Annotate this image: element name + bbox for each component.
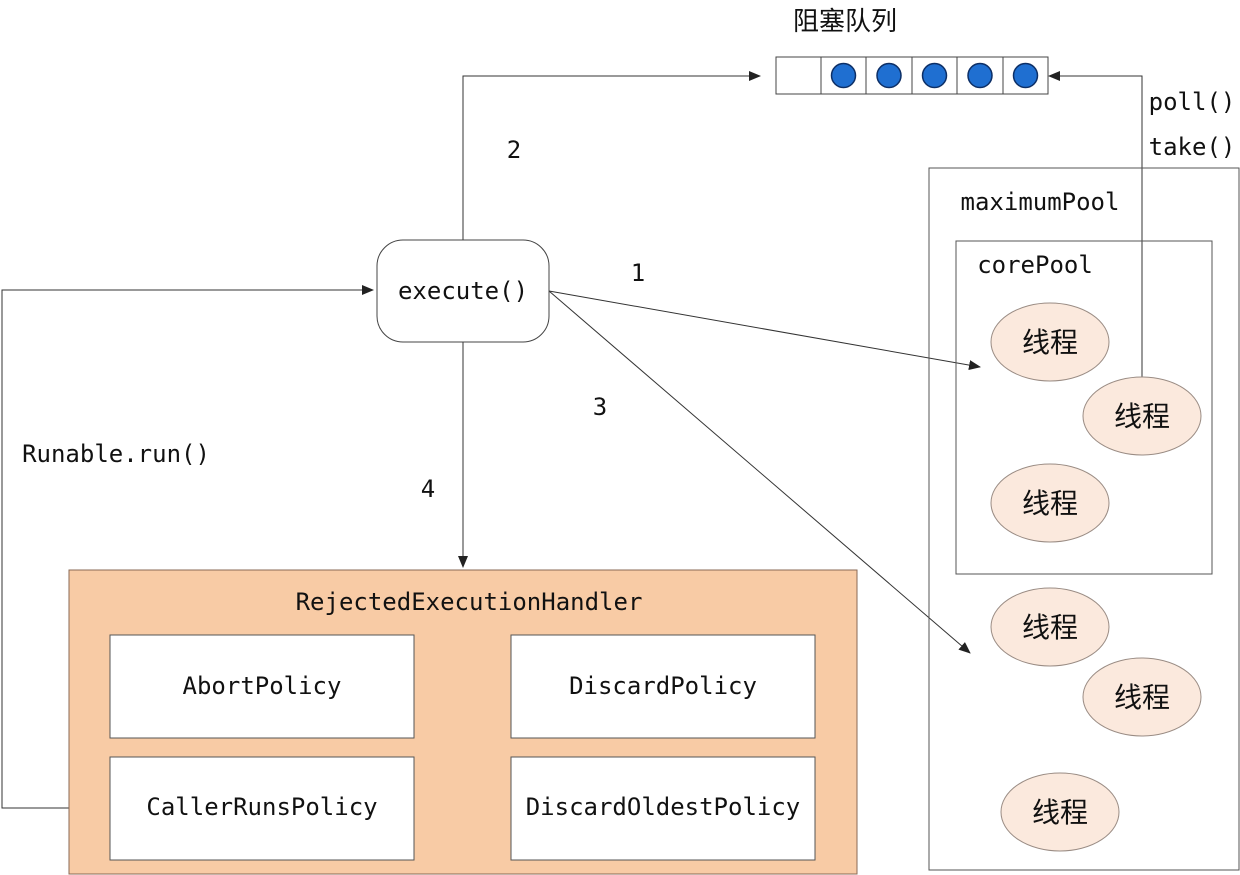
policy-label: AbortPolicy: [183, 672, 342, 700]
thread-ellipse: [1082, 376, 1202, 456]
thread-ellipse: [990, 302, 1110, 382]
step-3-label: 3: [593, 393, 607, 421]
thread-node: 线程: [1082, 657, 1202, 737]
thread-label: 线程: [1022, 611, 1078, 644]
policy-label: DiscardPolicy: [569, 672, 757, 700]
policy-label: CallerRunsPolicy: [146, 793, 377, 821]
step-2-label: 2: [507, 136, 521, 164]
execute-label: execute(): [398, 277, 528, 305]
arrow-callerruns-to-execute: [1, 285, 374, 809]
core-pool-label: corePool: [977, 251, 1093, 279]
rejected-execution-handler: RejectedExecutionHandler AbortPolicy Dis…: [68, 569, 858, 875]
core-pool: corePool: [955, 240, 1213, 575]
thread-node: 线程: [1082, 376, 1202, 456]
queued-task: [876, 62, 902, 89]
queued-task: [967, 62, 993, 89]
thread-ellipse: [990, 463, 1110, 543]
queued-task: [1012, 62, 1039, 89]
connectors: [1, 71, 1143, 809]
take-label: take(): [1149, 133, 1236, 161]
maximum-pool-label: maximumPool: [961, 188, 1120, 216]
thread-node: 线程: [990, 587, 1110, 667]
blocking-queue: 阻塞队列 poll() take(): [775, 7, 1236, 161]
thread-label: 线程: [1022, 326, 1078, 359]
thread-ellipse: [1000, 772, 1120, 852]
handler-title: RejectedExecutionHandler: [296, 588, 643, 616]
step-4-label: 4: [421, 475, 435, 503]
thread-label: 线程: [1114, 400, 1170, 433]
policy-discard: DiscardPolicy: [510, 634, 816, 739]
thread-ellipse: [990, 587, 1110, 667]
thread-node: 线程: [1000, 772, 1120, 852]
policy-label: DiscardOldestPolicy: [526, 793, 801, 821]
queued-task: [830, 62, 857, 89]
arrow-corepool-to-queue: [1048, 71, 1143, 380]
policy-caller-runs: CallerRunsPolicy: [109, 756, 415, 861]
poll-label: poll(): [1149, 88, 1236, 116]
policy-abort: AbortPolicy: [109, 634, 415, 739]
queue-slot: [775, 56, 822, 95]
queue-slots: [775, 56, 1049, 95]
thread-node: 线程: [990, 463, 1110, 543]
queue-title: 阻塞队列: [793, 7, 897, 37]
arrow-execute-to-queue: [462, 71, 761, 240]
step-1-label: 1: [631, 259, 645, 287]
thread-label: 线程: [1114, 681, 1170, 714]
policy-discard-oldest: DiscardOldestPolicy: [510, 756, 816, 861]
arrow-execute-to-maximumpool: [548, 290, 971, 654]
arrow-execute-to-corepool: [548, 290, 981, 371]
execute-node: execute(): [376, 239, 550, 343]
thread-ellipse: [1082, 657, 1202, 737]
thread-node: 线程: [990, 302, 1110, 382]
thread-label: 线程: [1022, 487, 1078, 520]
queued-task: [921, 62, 948, 89]
thread-label: 线程: [1032, 796, 1088, 829]
runnable-run-label: Runable.run(): [22, 440, 210, 468]
